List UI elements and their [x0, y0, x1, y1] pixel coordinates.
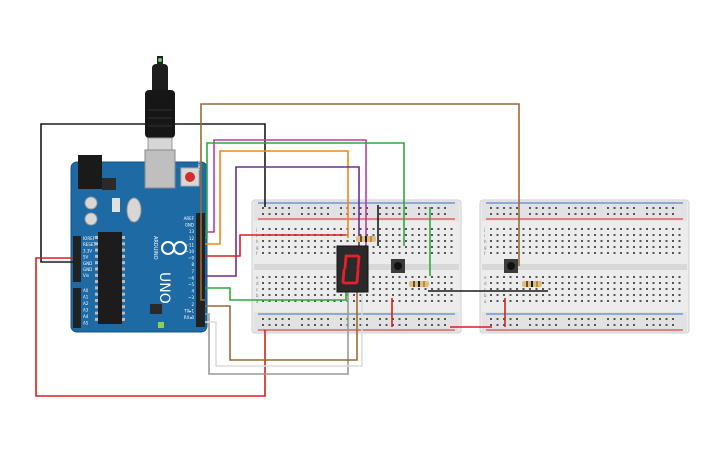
row-letter: b [256, 293, 259, 298]
pin-label: ~6 [188, 275, 194, 280]
pin-label: IOREF [83, 236, 96, 241]
row-letter: g [484, 245, 487, 250]
reset-label: RESET [197, 158, 202, 171]
seven-segment-digit [341, 254, 361, 285]
resistor-top[interactable] [356, 236, 376, 242]
pin-label: Vin [83, 273, 90, 278]
pin-label: GND [185, 223, 194, 228]
pin-label: 2 [191, 302, 194, 307]
row-letter: f [256, 251, 258, 256]
pin-label: A2 [83, 301, 89, 306]
pin-label: TX▸1 [183, 308, 194, 313]
pin-label: GND [83, 267, 92, 272]
row-letter: j [255, 227, 257, 232]
arduino-model-label: UNO [156, 272, 172, 304]
pin-label: RX◂0 [184, 315, 195, 320]
wire-green-top[interactable] [205, 142, 405, 246]
pin-label: GND [83, 261, 92, 266]
pushbutton-right[interactable] [504, 259, 518, 273]
row-letter: e [484, 275, 487, 280]
row-letter: a [256, 299, 259, 304]
wire-red-d9[interactable] [205, 234, 346, 257]
pin-label: A0 [83, 288, 89, 293]
row-letter: a [484, 299, 487, 304]
row-letter: c [256, 287, 258, 292]
wire-brown[interactable] [200, 103, 520, 301]
arduino-brand-label: ARDUINO [152, 236, 158, 260]
wire-gray[interactable] [205, 292, 349, 375]
pin-label: 12 [189, 236, 195, 241]
analog-pin-header[interactable] [73, 288, 81, 328]
usb-cable[interactable] [145, 56, 175, 163]
pin-label: A5 [83, 321, 89, 326]
row-letter: h [256, 239, 259, 244]
pin-label: A3 [83, 308, 89, 313]
pin-label: 8 [191, 262, 194, 267]
row-letter: c [484, 287, 486, 292]
pin-label: ~9 [188, 256, 194, 261]
pin-label: ~3 [188, 295, 194, 300]
wire-orange[interactable] [205, 150, 349, 245]
wires [35, 103, 548, 397]
wire-green-bottom[interactable] [205, 287, 347, 301]
row-letter: d [256, 281, 259, 286]
wire-white[interactable] [205, 292, 363, 367]
reset-button[interactable] [185, 172, 195, 182]
power-pin-header[interactable] [73, 236, 81, 282]
wire-brown-bottom[interactable] [205, 292, 358, 361]
resistor-right[interactable] [522, 281, 542, 287]
pin-label: 5V [83, 255, 89, 260]
pushbutton-left[interactable] [391, 259, 405, 273]
row-letter: g [256, 245, 259, 250]
pin-label: RESET [83, 242, 96, 247]
resistor-bottom-left[interactable] [409, 281, 429, 287]
pin-label: 13 [189, 229, 195, 234]
pin-label: 4 [191, 289, 194, 294]
pin-label: 7 [191, 269, 194, 274]
wire-magenta[interactable] [205, 139, 367, 246]
row-letter: e [256, 275, 259, 280]
pin-label: AREF [184, 216, 195, 221]
pin-label: ~5 [188, 282, 194, 287]
row-letter: i [484, 233, 485, 238]
pin-label: 3.3V [83, 248, 92, 253]
row-letter: b [484, 293, 487, 298]
row-letter: d [484, 281, 487, 286]
pin-label: A4 [83, 314, 89, 319]
pin-label: ~10 [186, 249, 195, 254]
row-letter: j [483, 227, 485, 232]
arduino-uno-board[interactable]: ARDUINO UNO RESET AREFGND1312~11~10~987~… [70, 149, 208, 333]
pin-label: ~11 [186, 242, 195, 247]
seven-segment-value: 0 [0, 0, 1, 1]
seven-segment-display[interactable]: 0 [0, 0, 369, 293]
row-letter: h [484, 239, 487, 244]
row-letter: f [484, 251, 486, 256]
pin-label: A1 [83, 295, 89, 300]
wire-purple[interactable] [205, 166, 360, 277]
